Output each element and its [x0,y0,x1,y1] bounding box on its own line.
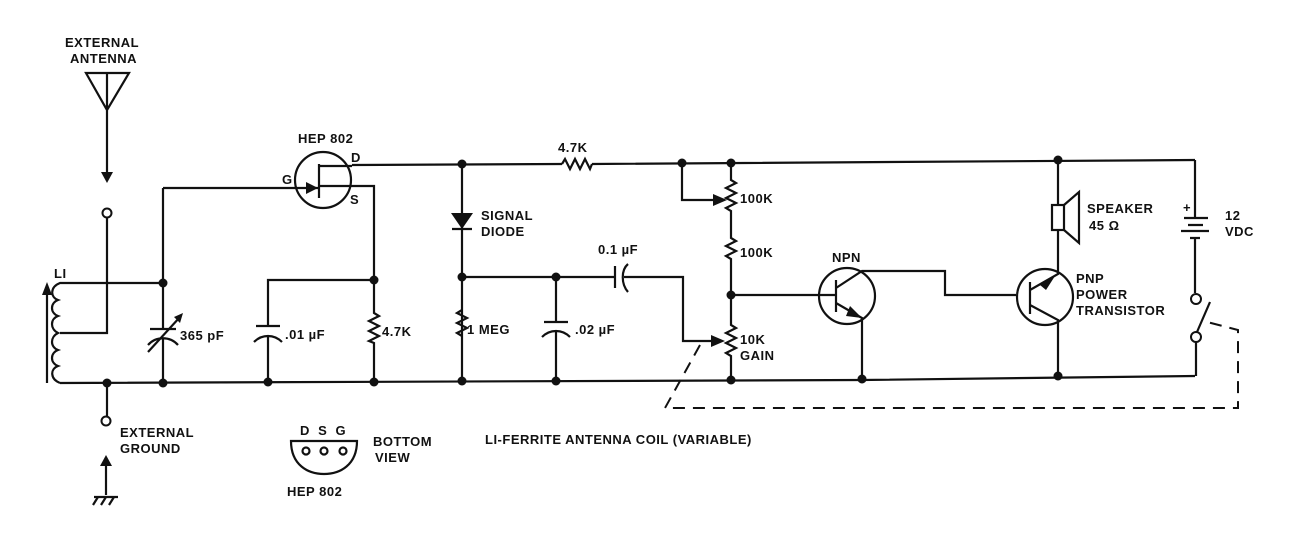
capacitor-01uf-icon [253,278,374,383]
bottom-view-label: BOTTOM [373,434,432,449]
pnp-label: PNP [1076,271,1104,286]
ground-label: GROUND [120,441,181,456]
res-source-label: 4.7K [382,324,412,339]
pnp-transistor-icon [1015,240,1075,376]
battery-label: VDC [1225,224,1254,239]
fet-pinout-icon [289,439,359,476]
battery-plus-label: + [1183,200,1191,215]
pot-gain-label: GAIN [740,348,775,363]
speaker-icon [1050,160,1081,246]
npn-label: NPN [832,250,861,265]
external-antenna-icon [84,71,131,219]
junction-dots [102,155,1063,388]
capacitor-02uf-icon [462,275,615,381]
battery-icon [1181,160,1209,293]
ground-rail [59,374,1196,385]
antenna-label: ANTENNA [70,51,137,66]
capacitor-01-coupling-icon [613,263,712,343]
resistor-drain-icon [561,156,594,172]
fet-label: HEP 802 [298,131,353,146]
diode-label: DIODE [481,224,525,239]
drain-label: D [351,150,361,165]
bottom-view-label: VIEW [375,450,410,465]
ground-label: EXTERNAL [120,425,194,440]
gang-link-dashed [663,321,1239,409]
resistor-1meg-icon [454,309,470,337]
signal-diode-icon [451,164,473,380]
external-ground-icon [92,383,118,506]
battery-label: 12 [1225,208,1240,223]
pot-100k-label: 100K [740,191,773,206]
pinout-name-label: HEP 802 [287,484,342,499]
jfet-hep802-icon [163,150,376,280]
speaker-label: 45 Ω [1089,218,1120,233]
coil-l1 [42,218,163,385]
cap-02-label: .02 µF [575,322,615,337]
cap-coupling-label: 0.1 µF [598,242,638,257]
npn-transistor-icon [731,266,1016,380]
speaker-label: SPEAKER [1087,201,1153,216]
supply-rail [351,158,1196,167]
cap-01-label: .01 µF [285,327,325,342]
variable-capacitor-icon [147,188,183,383]
l1-label: LI [54,266,67,281]
power-switch-icon[interactable] [1190,293,1212,376]
res-1meg-label: 1 MEG [467,322,510,337]
pinout-label: D S G [300,423,346,438]
pnp-label: POWER [1076,287,1128,302]
res-100k-label: 100K [740,245,773,260]
coil-note: LI-FERRITE ANTENNA COIL (VARIABLE) [485,432,752,447]
potentiometer-100k-icon [680,163,739,380]
source-label: S [350,192,359,207]
res-drain-label: 4.7K [558,140,588,155]
pnp-label: TRANSISTOR [1076,303,1165,318]
diode-label: SIGNAL [481,208,533,223]
pot-10k-label: 10K [740,332,765,347]
resistor-source-icon [366,280,382,383]
antenna-label: EXTERNAL [65,35,139,50]
variable-cap-label: 365 pF [180,328,224,343]
gate-label: G [282,172,293,187]
